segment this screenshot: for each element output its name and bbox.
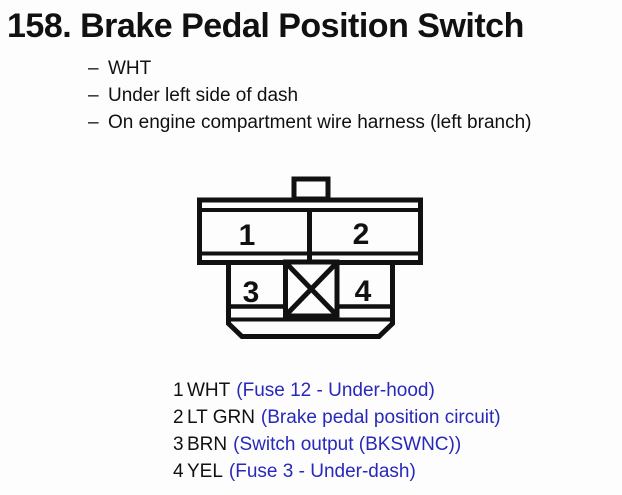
connector-lock-tab	[291, 176, 331, 202]
pin-wire-color: YEL	[187, 461, 223, 482]
blocked-cavity-x-stroke	[285, 262, 338, 316]
note-text: Under left side of dash	[108, 85, 299, 106]
pin-number: 2	[173, 407, 184, 428]
note-text: WHT	[108, 58, 152, 79]
pin-circuit-desc: (Fuse 3 - Under-dash)	[228, 461, 416, 482]
pin-number: 1	[173, 380, 184, 401]
location-notes: –WHT –Under left side of dash –On engine…	[88, 55, 531, 136]
pin-number: 3	[173, 434, 184, 455]
pin-wire-color: WHT	[187, 380, 231, 401]
pin-circuit-desc: (Fuse 12 - Under-hood)	[236, 380, 435, 401]
cavity-number-4: 4	[355, 275, 372, 308]
pin-wire-color: BRN	[187, 434, 228, 455]
note-text: On engine compartment wire harness (left…	[108, 112, 532, 133]
pin-number: 4	[173, 461, 184, 482]
note-item: –Under left side of dash	[88, 82, 531, 109]
cavity-number-1: 1	[239, 219, 256, 252]
note-item: –WHT	[88, 55, 531, 82]
note-item: –On engine compartment wire harness (lef…	[88, 109, 531, 136]
pin-wire-color: LT GRN	[187, 407, 255, 428]
bullet-dash: –	[88, 112, 99, 133]
pin-circuit-desc: (Brake pedal position circuit)	[260, 407, 501, 428]
cavity-number-3: 3	[243, 276, 260, 309]
cavity-number-2: 2	[353, 218, 370, 251]
connector-lower-body	[226, 262, 395, 339]
page-title: 158. Brake Pedal Position Switch	[7, 7, 524, 45]
pin-circuit-desc: (Switch output (BKSWNC))	[233, 434, 462, 455]
bullet-dash: –	[88, 58, 99, 79]
bullet-dash: –	[88, 85, 99, 106]
